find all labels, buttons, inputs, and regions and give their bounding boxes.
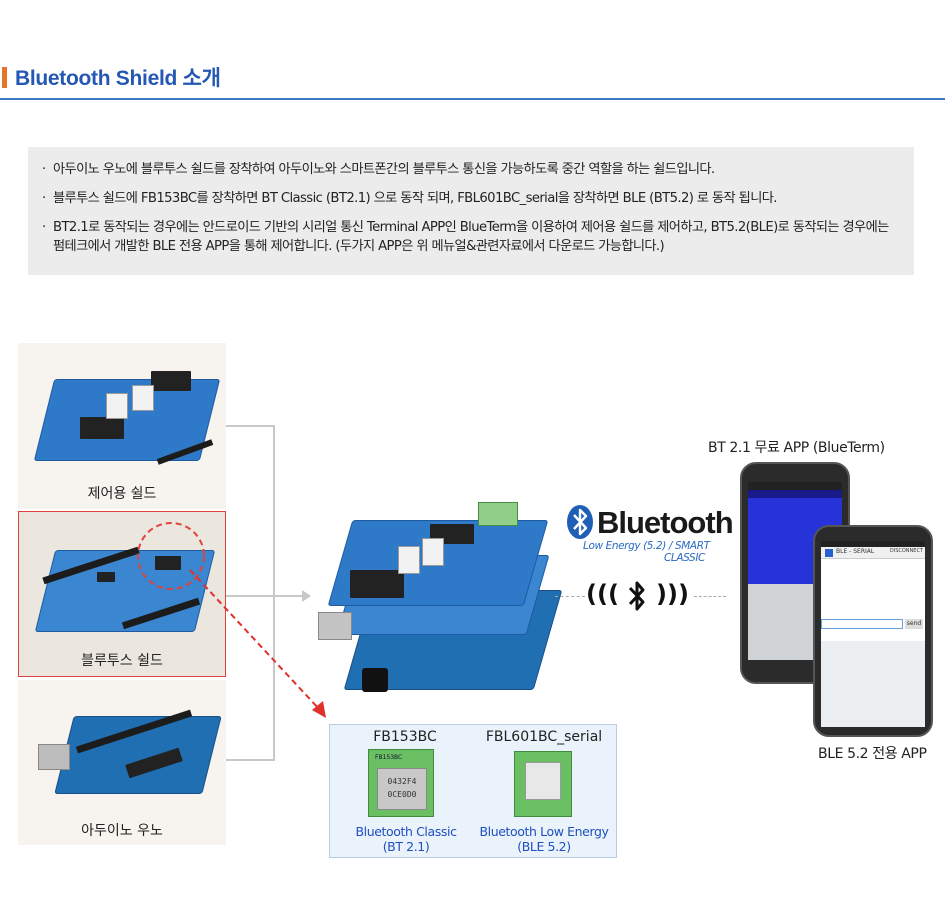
intro-bullet-3: BT2.1로 동작되는 경우에는 안드로이드 기반의 시리얼 통신 Termin… <box>42 218 900 256</box>
arduino-uno-image <box>34 698 222 808</box>
module-desc-ble-line2: (BLE 5.2) <box>517 839 571 854</box>
blueterm-caption: BT 2.1 무료 APP (BlueTerm) <box>708 440 885 456</box>
module-desc-classic: Bluetooth Classic (BT 2.1) <box>340 824 472 854</box>
fb153bc-module-image: FB153BC 0432F4 0CE0D0 <box>368 749 434 817</box>
panel-label-bluetooth-shield: 블루투스 쉴드 <box>81 653 163 669</box>
status-bar <box>821 541 925 547</box>
header-accent-bar <box>2 67 7 88</box>
bluetooth-shield-image <box>34 532 216 642</box>
send-button[interactable]: send <box>905 619 923 629</box>
page-title: Bluetooth Shield 소개 <box>15 67 221 90</box>
ble-app-caption: BLE 5.2 전용 APP <box>818 746 927 762</box>
blueterm-title-bar <box>748 490 842 498</box>
connector-line <box>226 425 274 427</box>
bluetooth-wordmark: Bluetooth <box>597 505 734 540</box>
dc-jack <box>362 668 388 692</box>
bluetooth-logo-icon <box>567 505 593 539</box>
signal-dotted-line <box>555 596 585 597</box>
intro-box: 아두이노 우노에 블루투스 쉴드를 장착하여 아두이노와 스마트폰간의 블루투스… <box>28 147 914 275</box>
intro-bullet-1: 아두이노 우노에 블루투스 쉴드를 장착하여 아두이노와 스마트폰간의 블루투스… <box>42 160 900 179</box>
panel-arduino-uno: 아두이노 우노 <box>18 680 226 845</box>
panel-label-arduino-uno: 아두이노 우노 <box>81 823 163 839</box>
panel-label-control-shield: 제어용 쉴드 <box>87 486 157 502</box>
module-desc-ble-line1: Bluetooth Low Energy <box>479 824 609 839</box>
section-header: Bluetooth Shield 소개 <box>0 62 945 100</box>
module-name-fbl601bc: FBL601BC_serial <box>485 729 603 745</box>
status-bar <box>748 482 842 490</box>
panel-bluetooth-shield: 블루투스 쉴드 <box>18 511 226 677</box>
module-desc-classic-line1: Bluetooth Classic <box>355 824 457 839</box>
connector-arrow-icon <box>302 590 311 602</box>
usb-port <box>318 612 352 640</box>
bluetooth-sub-line2: CLASSIC <box>664 552 705 564</box>
connector-line <box>226 759 274 761</box>
signal-wave-right-icon: ))) <box>656 580 689 608</box>
fbl601bc-module-image <box>514 751 572 817</box>
soft-keyboard[interactable] <box>821 641 925 727</box>
bluetooth-symbol-icon <box>628 581 645 611</box>
usb-port <box>38 744 70 770</box>
signal-wave-left-icon: ((( <box>586 580 619 608</box>
connector-line <box>273 425 275 761</box>
ble-message-input[interactable] <box>821 619 903 629</box>
module-comparison-box: FB153BC FBL601BC_serial FB153BC 0432F4 0… <box>329 724 617 858</box>
module-desc-ble: Bluetooth Low Energy (BLE 5.2) <box>474 824 614 854</box>
module-name-fb153bc: FB153BC <box>373 729 437 745</box>
fb153bc-module-brand: FB153BC <box>375 754 403 761</box>
chip-label-line1: 0432F4 <box>387 777 417 786</box>
control-shield-image <box>33 365 221 465</box>
module-desc-classic-line2: (BT 2.1) <box>382 839 430 854</box>
module-socket-highlight-circle <box>137 522 205 590</box>
app-icon <box>825 549 833 557</box>
ble-app-title: BLE - SERIAL <box>836 548 875 555</box>
bluetooth-sub-line1: Low Energy (5.2) / SMART <box>583 540 710 552</box>
signal-dotted-line <box>694 596 726 597</box>
ble-module-on-shield <box>478 502 518 526</box>
disconnect-button[interactable]: DISCONNECT <box>889 548 923 554</box>
stacked-boards-image <box>318 500 563 700</box>
phone-ble-app: BLE - SERIAL DISCONNECT send <box>813 525 933 737</box>
intro-bullet-2: 블루투스 쉴드에 FB153BC를 장착하면 BT Classic (BT2.1… <box>42 189 900 208</box>
connector-line <box>226 595 306 597</box>
red-dashed-arrow <box>189 569 326 718</box>
panel-control-shield: 제어용 쉴드 <box>18 343 226 509</box>
chip-label-line2: 0CE0D0 <box>387 790 417 799</box>
